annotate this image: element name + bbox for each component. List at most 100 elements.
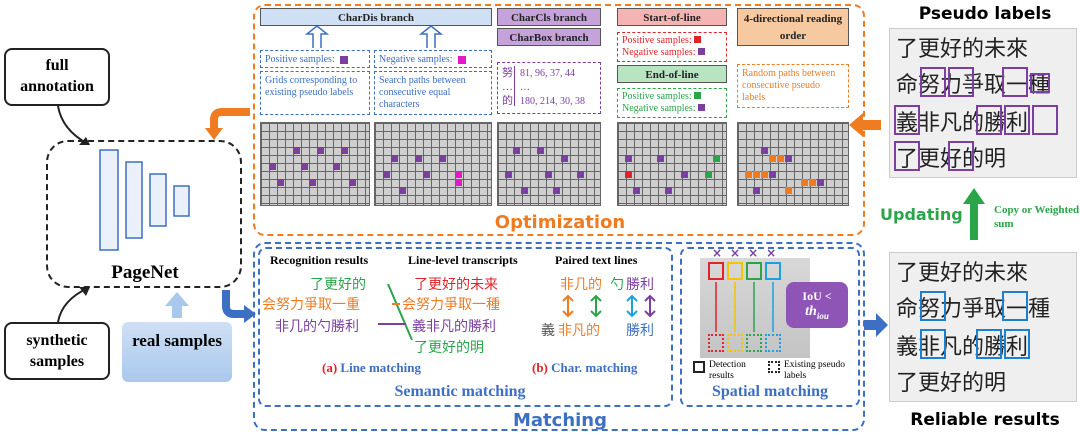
chardis-neg-desc-box: Search paths between consecutive equal c… bbox=[374, 71, 492, 115]
line-matching-links bbox=[378, 283, 413, 341]
semantic-title: Semantic matching bbox=[394, 383, 526, 400]
chardis-neg-box: Negative samples: bbox=[374, 50, 492, 68]
cell bbox=[391, 155, 398, 162]
cell bbox=[317, 147, 324, 154]
transcript-line-3: 義非凡的勝利 bbox=[412, 319, 496, 335]
cell bbox=[681, 171, 688, 178]
cell bbox=[349, 179, 356, 186]
line-header: Line-level transcripts bbox=[408, 253, 518, 267]
sol-neg-label: Negative samples: bbox=[622, 47, 696, 58]
charbox-row-2: … bbox=[520, 82, 530, 93]
existing-box-red bbox=[708, 334, 724, 352]
reliable-box bbox=[1002, 291, 1028, 321]
cell bbox=[301, 163, 308, 170]
chardis-pos-label: Positive samples: bbox=[265, 54, 335, 65]
semantic-panel bbox=[258, 247, 673, 407]
th-text: th bbox=[805, 304, 817, 319]
existing-box-green bbox=[746, 334, 762, 352]
cell bbox=[633, 187, 640, 194]
cell bbox=[309, 179, 316, 186]
cell bbox=[665, 187, 672, 194]
reliable-box bbox=[976, 329, 1002, 359]
detect-box-yellow bbox=[727, 262, 743, 280]
arrow-synthetic bbox=[57, 287, 89, 323]
paired-header: Paired text lines bbox=[555, 253, 638, 267]
cell bbox=[553, 187, 560, 194]
grid-chardis-neg bbox=[374, 122, 492, 206]
reliable-results-title: Reliable results bbox=[910, 410, 1060, 430]
detect-box-green bbox=[746, 262, 762, 280]
char-matching-arrows bbox=[562, 294, 656, 318]
pseudo-box bbox=[894, 141, 920, 171]
chardis-pos-desc-box: Grids corresponding to existing pseudo l… bbox=[260, 71, 370, 115]
spatial-crosses: ×××× bbox=[712, 246, 785, 260]
charcls-bracket bbox=[514, 66, 519, 106]
spatial-title: Spatial matching bbox=[711, 383, 828, 400]
reliable-box bbox=[920, 329, 946, 359]
cell bbox=[439, 155, 446, 162]
paired-bottom-2: 非凡的 bbox=[558, 323, 600, 339]
matching-arrow bbox=[222, 290, 246, 318]
cell bbox=[537, 147, 544, 154]
cell bbox=[625, 171, 632, 178]
caption-a-prefix: (a) bbox=[322, 360, 338, 375]
cell bbox=[769, 155, 776, 162]
cell bbox=[761, 147, 768, 154]
cell bbox=[399, 187, 406, 194]
pagenet-bar-2 bbox=[125, 161, 143, 239]
chardis-neg-swatch bbox=[458, 55, 467, 64]
charbox-row-1: 81, 96, 37, 44 bbox=[520, 68, 575, 79]
eol-pos-swatch bbox=[694, 92, 702, 99]
matching-arrow-head bbox=[244, 305, 256, 323]
recog-header: Recognition results bbox=[270, 253, 369, 267]
reliable-line-1: 了更好的未來 bbox=[896, 261, 1029, 286]
cell bbox=[561, 155, 568, 162]
pseudo-box bbox=[894, 105, 920, 135]
cell bbox=[657, 155, 664, 162]
recog-line-3: 非几的勺勝利 bbox=[275, 319, 359, 335]
eol-header: End-of-line bbox=[617, 65, 727, 83]
paired-top-1: 非几的 bbox=[560, 277, 602, 293]
eol-box: Positive samples: Negative samples: bbox=[617, 88, 727, 118]
chardis-split-arrows bbox=[304, 26, 444, 48]
cell bbox=[761, 171, 768, 178]
caption-b-text: Char. matching bbox=[551, 360, 638, 375]
reading-order-desc: Random paths between consecutive pseudo … bbox=[737, 64, 849, 108]
reading-order-header: 4-directional reading order bbox=[737, 8, 849, 46]
full-annotation-box bbox=[4, 48, 110, 106]
spatial-panel bbox=[680, 247, 860, 407]
cell bbox=[769, 171, 776, 178]
matching-to-reliable-arrow bbox=[864, 313, 888, 337]
real-samples-up-arrow bbox=[165, 292, 189, 318]
cell bbox=[277, 179, 284, 186]
updating-up-arrow bbox=[963, 188, 985, 240]
cell bbox=[513, 147, 520, 154]
charcls-header: CharCls branch bbox=[497, 8, 601, 26]
pseudo-box bbox=[1004, 105, 1030, 135]
chardis-pos-box: Positive samples: bbox=[260, 50, 370, 68]
caption-a-text: Line matching bbox=[340, 360, 421, 375]
cell bbox=[625, 155, 632, 162]
optimization-return-arrow-head bbox=[205, 128, 223, 140]
arrow-full-annotation bbox=[57, 105, 89, 145]
reliable-line-3: 義非凡的勝利 bbox=[896, 335, 1029, 360]
matching-panel bbox=[253, 242, 865, 431]
iou-text: IoU < bbox=[802, 289, 832, 303]
legend-existing-swatch bbox=[768, 361, 780, 373]
reliable-line-4: 了更好的明 bbox=[896, 371, 1007, 396]
pseudo-box bbox=[920, 67, 946, 97]
recog-line-1: 了更好的 bbox=[310, 277, 366, 293]
legend-existing-label: Existing pseudo labels bbox=[784, 360, 845, 381]
cell bbox=[753, 187, 760, 194]
pseudo-box bbox=[1002, 67, 1028, 97]
sol-header: Start-of-line bbox=[617, 8, 727, 26]
caption-a: (a) Line matching bbox=[322, 360, 421, 376]
legend-detect-swatch bbox=[693, 361, 705, 373]
transcript-line-1: 了更好的未来 bbox=[414, 277, 498, 293]
iou-badge: IoU < thiou bbox=[786, 282, 848, 328]
transcript-line-4: 了更好的明 bbox=[414, 340, 484, 356]
cell bbox=[455, 179, 462, 186]
cell bbox=[801, 179, 808, 186]
synthetic-samples-box bbox=[4, 322, 110, 380]
charbox-row-3: 180, 214, 30, 38 bbox=[520, 96, 585, 107]
